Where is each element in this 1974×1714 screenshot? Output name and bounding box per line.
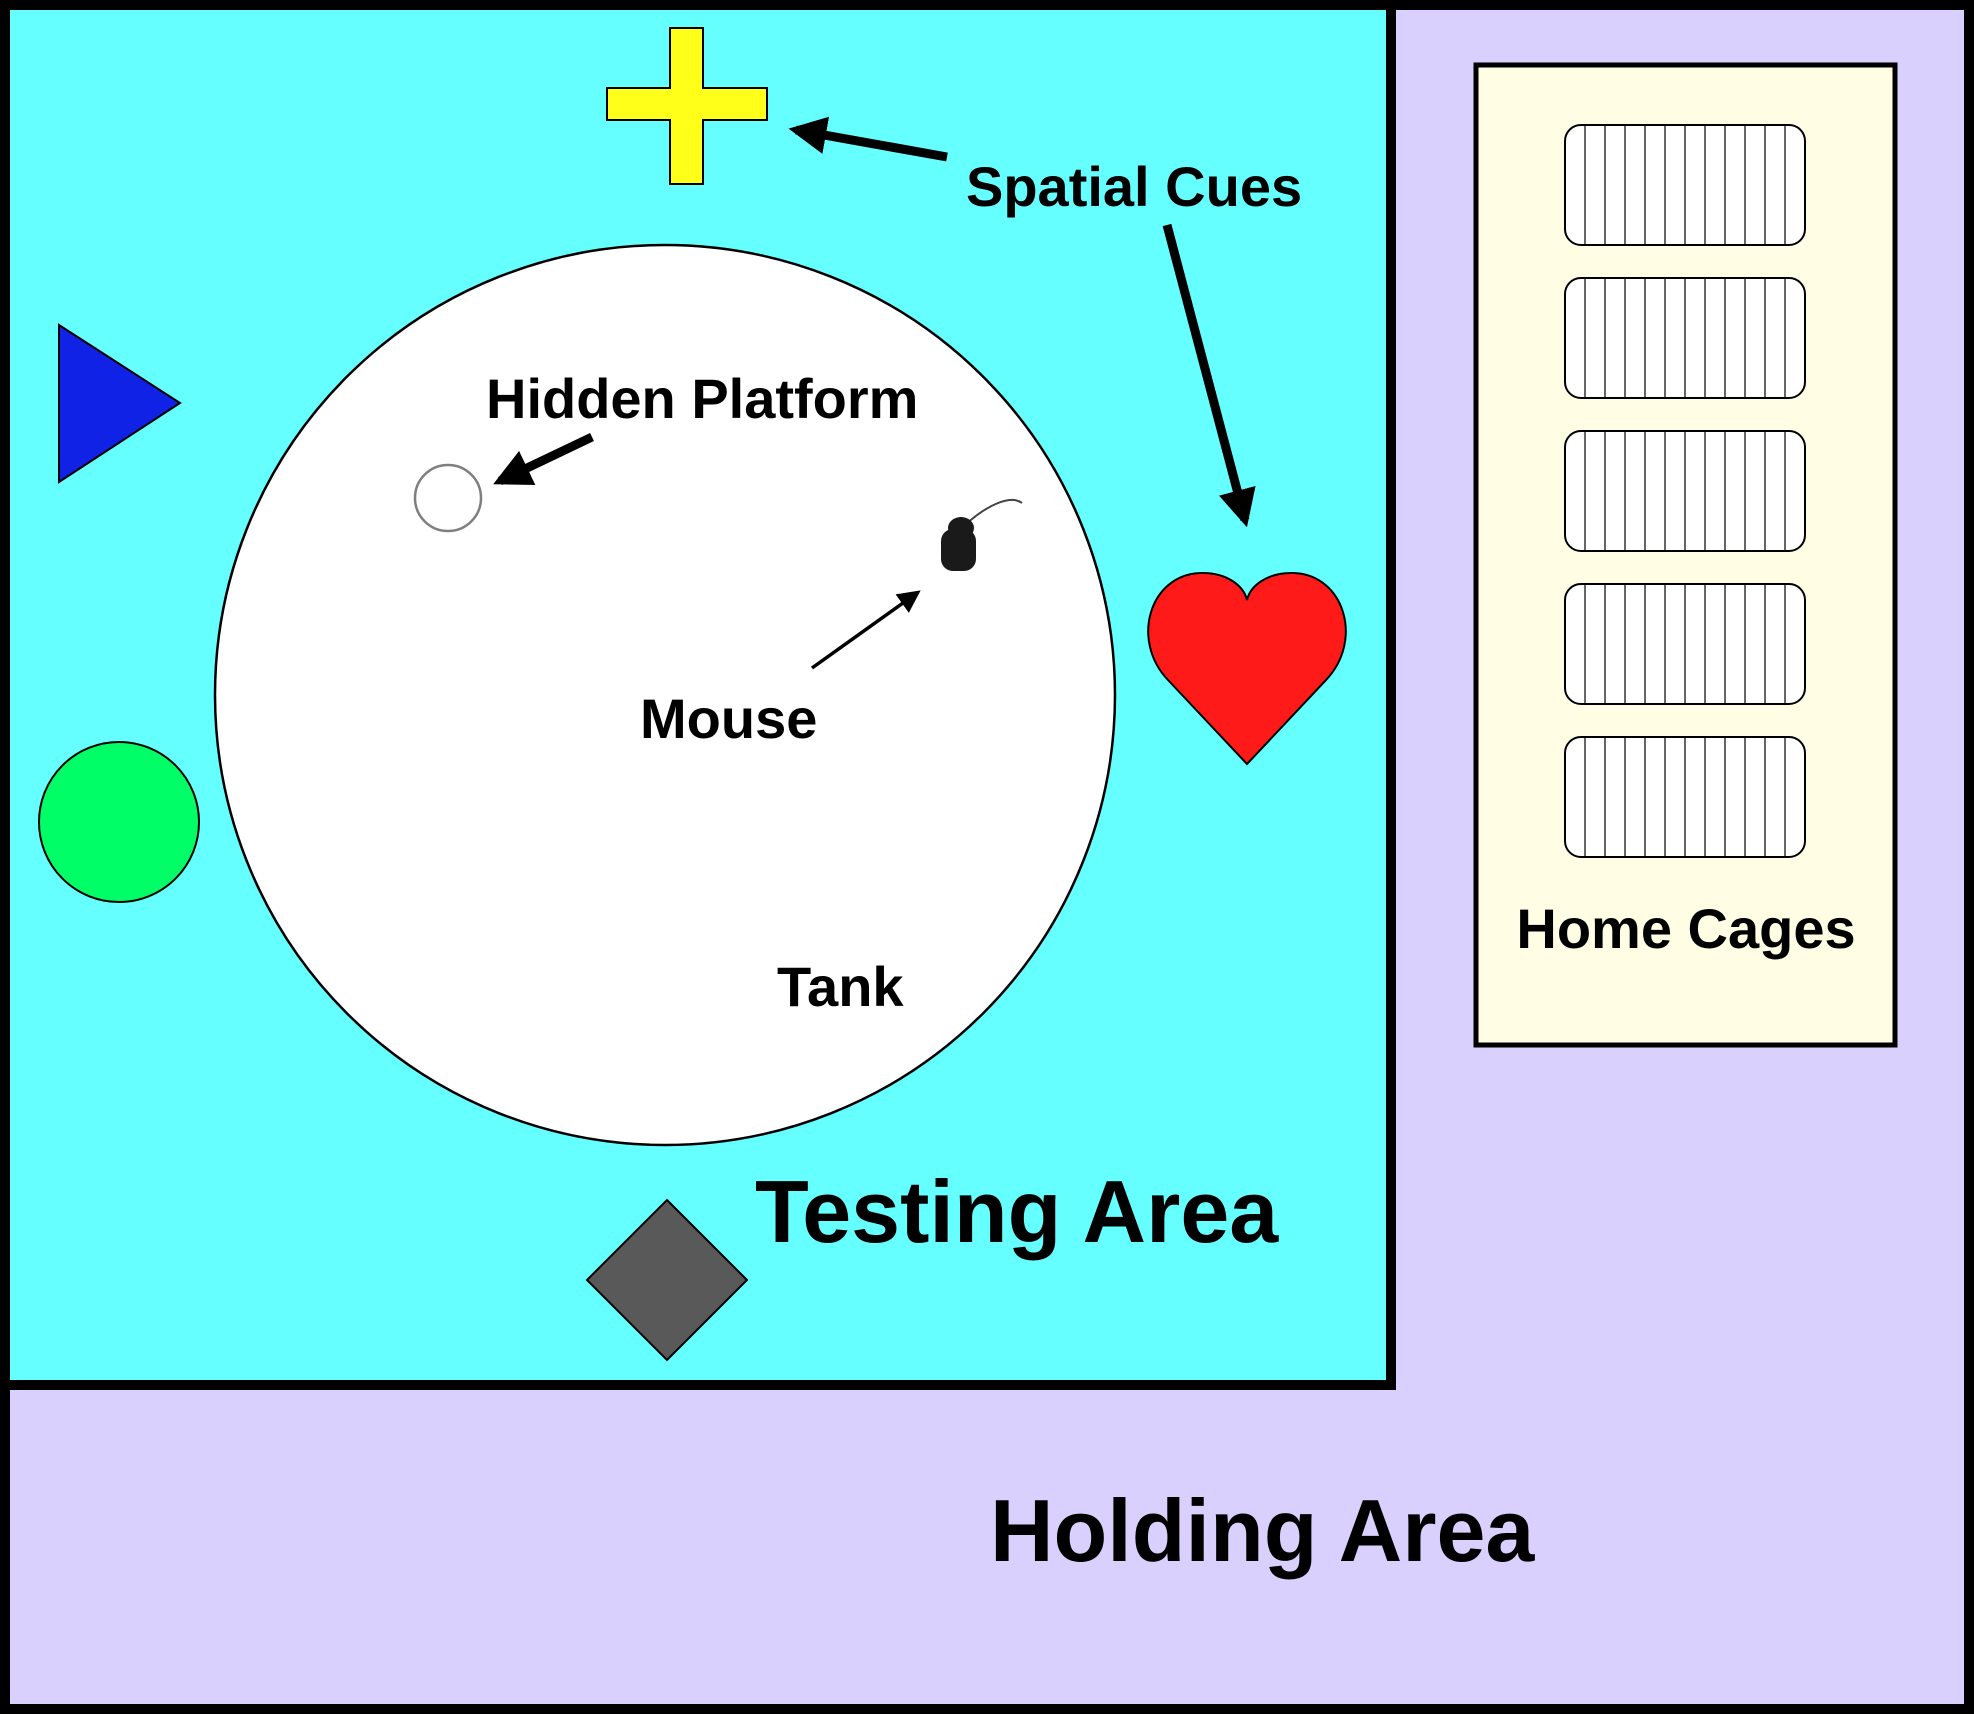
- home-cages-group: [1564, 124, 1806, 858]
- mouse-body: [941, 529, 976, 571]
- diamond-cue: [585, 1198, 749, 1362]
- home-cage: [1564, 430, 1806, 552]
- hidden-platform: [413, 463, 483, 533]
- tank-label: Tank: [777, 955, 904, 1018]
- home-cage: [1564, 736, 1806, 858]
- hidden-platform-label: Hidden Platform: [486, 367, 918, 430]
- spatial-cues-arrow-to-heart: [1162, 223, 1256, 528]
- mouse: [941, 498, 1023, 571]
- mouse-label: Mouse: [640, 687, 817, 750]
- holding-area-label: Holding Area: [990, 1481, 1535, 1580]
- home-cages-label: Home Cages: [1516, 897, 1855, 960]
- home-cage: [1564, 277, 1806, 399]
- testing-area-label: Testing Area: [755, 1162, 1279, 1261]
- home-cage: [1564, 124, 1806, 246]
- spatial-cues-label: Spatial Cues: [966, 155, 1302, 218]
- heart-cue: [1147, 571, 1347, 766]
- mouse-head: [948, 517, 974, 539]
- mouse-arrow: [810, 590, 921, 670]
- cross-cue: [606, 27, 768, 185]
- triangle-cue: [58, 323, 182, 484]
- hidden-platform-arrow: [493, 432, 594, 486]
- home-cage: [1564, 583, 1806, 705]
- spatial-cues-arrow-to-cross: [788, 116, 948, 162]
- circle-cue: [38, 741, 200, 903]
